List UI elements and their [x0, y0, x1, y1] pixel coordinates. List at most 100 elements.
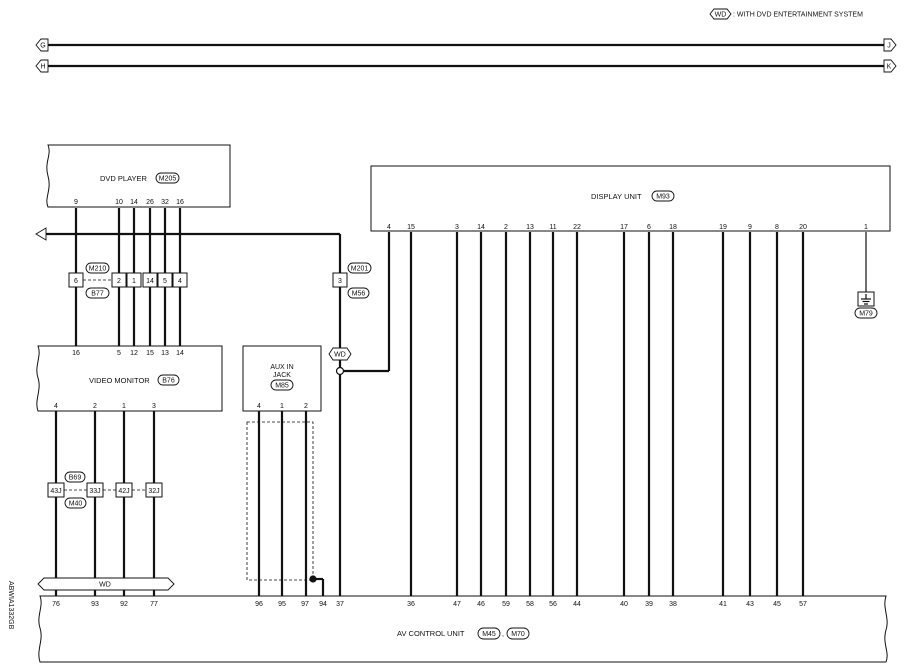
display-wires — [409, 232, 805, 596]
joint-b77: 6 2 1 14 5 4 M210 B77 — [68, 262, 188, 299]
monitor-top-pin: 13 — [161, 350, 169, 357]
connector-ref-k — [883, 59, 897, 73]
joint-m40-lower-connector: M40 — [69, 501, 83, 508]
av-connector-sep: , — [502, 631, 504, 638]
dvd-pin: 14 — [130, 199, 138, 206]
joint-b77-pin: 2 — [117, 278, 121, 285]
av-pin: 44 — [573, 601, 581, 608]
joint-m40-pin: 42J — [118, 488, 129, 495]
aux-pin: 1 — [280, 403, 284, 410]
display-pin: 14 — [477, 224, 485, 231]
av-pin: 46 — [477, 601, 485, 608]
av-pin: 96 — [255, 601, 263, 608]
av-pin: 38 — [669, 601, 677, 608]
joint-b77-pin: 5 — [163, 278, 167, 285]
av-pin: 39 — [645, 601, 653, 608]
joint-b77-lower-connector: B77 — [91, 291, 104, 298]
av-pin: 45 — [773, 601, 781, 608]
joint-m40-pin: 32J — [148, 488, 159, 495]
display-pin: 15 — [407, 224, 415, 231]
connector-ref-h — [35, 59, 49, 73]
joint-b77-pin: 6 — [74, 278, 78, 285]
aux-pin: 4 — [257, 403, 261, 410]
av-pin: 95 — [278, 601, 286, 608]
ground-connector: M79 — [859, 311, 873, 318]
joint-m56-upper-connector: M201 — [351, 266, 369, 273]
monitor-bottom-pin: 4 — [54, 403, 58, 410]
display-pin: 2 — [504, 224, 508, 231]
av-pin: 97 — [301, 601, 309, 608]
av-pin: 94 — [319, 601, 327, 608]
av-pin: 77 — [150, 601, 158, 608]
av-pin: 59 — [502, 601, 510, 608]
av-pin: 47 — [453, 601, 461, 608]
monitor-bottom-pin: 1 — [122, 403, 126, 410]
monitor-top-pin: 16 — [72, 350, 80, 357]
dvd-pin: 9 — [74, 199, 78, 206]
display-pin: 19 — [719, 224, 727, 231]
joint-m40-pin: 43J — [50, 488, 61, 495]
connector-ref-g-label: G — [40, 43, 45, 50]
aux-jack-name-line1: AUX IN — [270, 364, 293, 371]
monitor-top-pin: 15 — [146, 350, 154, 357]
av-pin: 56 — [549, 601, 557, 608]
display-pin: 13 — [526, 224, 534, 231]
ground: M79 — [854, 232, 878, 319]
dvd-pin: 32 — [161, 199, 169, 206]
joint-b77-upper-connector: M210 — [89, 266, 107, 273]
video-monitor-connector: B76 — [162, 378, 175, 385]
legend-wd-tag: WD — [715, 12, 727, 19]
dvd-player-box — [46, 144, 231, 208]
aux-jack-connector: M85 — [275, 383, 289, 390]
display-pin: 20 — [799, 224, 807, 231]
av-connector-2: M70 — [511, 631, 525, 638]
harness-lines: G J H K — [35, 38, 897, 73]
joint-b77-pin-box — [111, 272, 127, 288]
monitor-top-pin: 12 — [130, 350, 138, 357]
aux-jack-name-line2: JACK — [273, 372, 291, 379]
wd-tag-shape — [328, 347, 352, 361]
aux-pin: 2 — [304, 403, 308, 410]
av-control-unit-name: AV CONTROL UNIT — [397, 629, 465, 638]
joint-b77-pin: 4 — [178, 278, 182, 285]
aux-shield — [246, 421, 314, 581]
display-unit-box — [370, 165, 891, 232]
display-pin: 3 — [455, 224, 459, 231]
wd-splice-node — [335, 366, 345, 376]
display-unit-connector-tag — [651, 190, 675, 202]
connector-ref-h-label: H — [40, 64, 45, 71]
dvd-pin: 26 — [146, 199, 154, 206]
wd-bar-shape — [37, 577, 175, 591]
display-unit: DISPLAY UNIT M93 4 15 3 14 2 13 11 22 17… — [370, 165, 891, 232]
joint-m56-pin: 3 — [338, 278, 342, 285]
wd-bar: WD — [37, 577, 175, 591]
dvd-player-name: DVD PLAYER — [100, 174, 148, 183]
av-connector-1: M45 — [482, 631, 496, 638]
display-pin: 4 — [387, 224, 391, 231]
legend-text: : WITH DVD ENTERTAINMENT SYSTEM — [733, 12, 863, 19]
av-pin: 93 — [91, 601, 99, 608]
connector-ref-left — [35, 227, 47, 241]
wd-tag: WD — [334, 352, 346, 359]
av-pin: 58 — [526, 601, 534, 608]
joint-b77-pin-box — [126, 272, 142, 288]
monitor-bottom-pin: 2 — [93, 403, 97, 410]
display-pin: 11 — [549, 224, 556, 231]
connector-ref-g — [35, 38, 49, 52]
aux-jack-box — [242, 345, 322, 412]
joint-b77-pin-box — [172, 272, 188, 288]
display-pin: 18 — [669, 224, 677, 231]
av-pin: 76 — [52, 601, 60, 608]
av-pin: 36 — [407, 601, 415, 608]
monitor-top-pin: 14 — [176, 350, 184, 357]
display-pin: 9 — [748, 224, 752, 231]
display-pin: 8 — [775, 224, 779, 231]
display-pin: 17 — [620, 224, 628, 231]
connector-ref-k-label: K — [887, 64, 892, 71]
video-monitor: 16 5 12 15 13 14 VIDEO MONITOR B76 4 2 1… — [36, 345, 223, 412]
joint-m56-pin-box — [332, 272, 348, 288]
joint-b77-pin: 1 — [132, 278, 136, 285]
dvd-player-connector: M205 — [159, 176, 177, 183]
aux-wires — [246, 411, 325, 596]
